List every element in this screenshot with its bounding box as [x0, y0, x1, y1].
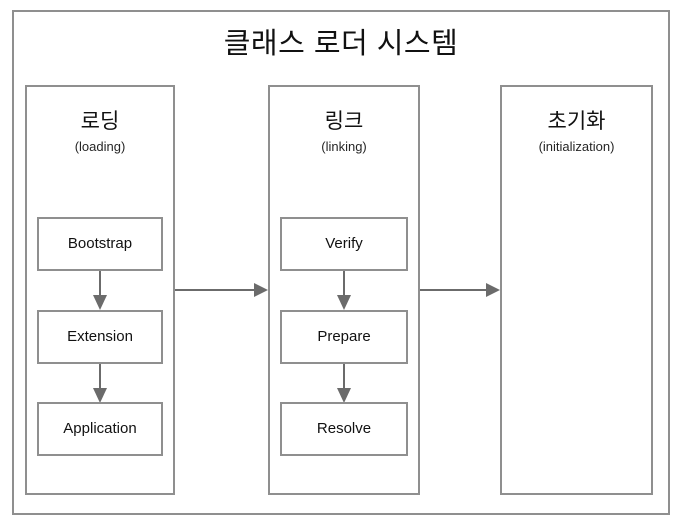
arrow-head [337, 388, 351, 403]
step-label-bootstrap: Bootstrap [67, 235, 133, 252]
step-box-bootstrap: Bootstrap [37, 217, 163, 271]
phase-column-initialization: 초기화 (initialization) [500, 85, 653, 495]
step-box-resolve: Resolve [280, 402, 408, 456]
down-arrow-icon-loading-2 [93, 364, 107, 403]
phase-title-ko-linking: 링크 [324, 110, 364, 133]
phase-header-loading: 로딩 (loading) [27, 109, 173, 157]
phase-column-loading: 로딩 (loading) Bootstrap Extension Applica… [25, 85, 175, 495]
step-box-extension: Extension [37, 310, 163, 364]
step-box-verify: Verify [280, 217, 408, 271]
phase-title-en-loading: (loading) [74, 139, 126, 154]
right-arrow-icon-linking-to-initialization [420, 283, 500, 297]
arrow-shaft [343, 364, 345, 390]
step-box-prepare: Prepare [280, 310, 408, 364]
right-arrow-icon-loading-to-linking [175, 283, 268, 297]
arrow-head [254, 283, 268, 297]
phase-header-initialization: 초기화 (initialization) [502, 109, 651, 157]
arrow-head [486, 283, 500, 297]
arrow-shaft [99, 271, 101, 297]
arrow-head [93, 388, 107, 403]
arrow-shaft [420, 289, 487, 291]
arrow-shaft [343, 271, 345, 297]
arrow-head [93, 295, 107, 310]
phase-column-linking: 링크 (linking) Verify Prepare Resolve [268, 85, 420, 495]
phase-title-en-linking: (linking) [321, 139, 367, 154]
phase-title-ko-loading: 로딩 [80, 110, 120, 133]
arrow-shaft [175, 289, 255, 291]
step-label-verify: Verify [325, 235, 363, 252]
step-label-extension: Extension [67, 328, 133, 345]
arrow-shaft [99, 364, 101, 390]
down-arrow-icon-linking-1 [337, 271, 351, 310]
down-arrow-icon-loading-1 [93, 271, 107, 310]
phase-title-ko-initialization: 초기화 [547, 110, 606, 133]
down-arrow-icon-linking-2 [337, 364, 351, 403]
step-box-application: Application [37, 402, 163, 456]
diagram-title: 클래스 로더 시스템 [223, 28, 459, 60]
phase-title-en-initialization: (initialization) [538, 139, 615, 154]
phase-header-linking: 링크 (linking) [270, 109, 418, 157]
step-label-resolve: Resolve [316, 420, 372, 437]
step-label-application: Application [63, 420, 137, 437]
step-label-prepare: Prepare [317, 328, 371, 345]
arrow-head [337, 295, 351, 310]
